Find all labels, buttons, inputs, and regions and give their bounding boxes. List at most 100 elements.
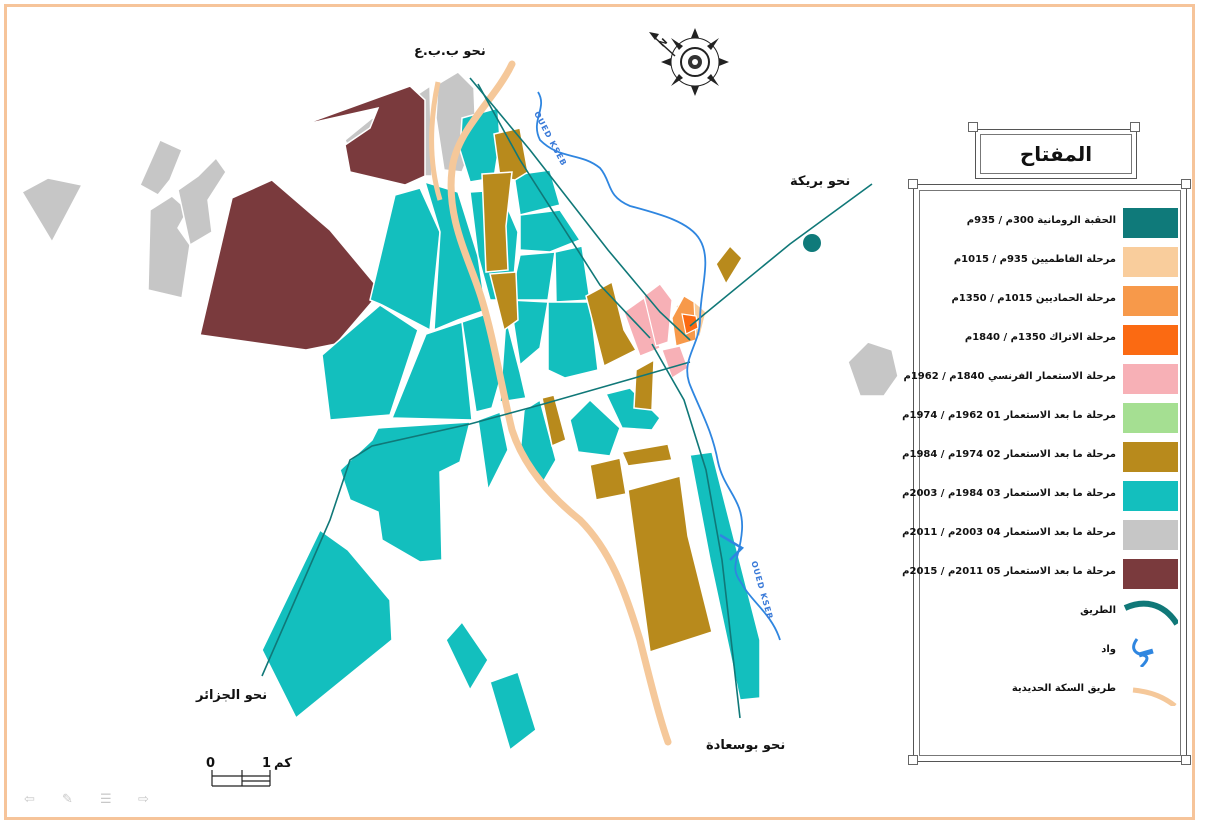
legend-label: الطريق: [1080, 605, 1116, 616]
zone-brown-west: [199, 179, 381, 351]
label-barika: نحو بريكة: [790, 174, 851, 189]
road-north: [469, 77, 691, 341]
legend-label: مرحلة الاستعمار الفرنسي 1840م / 1962م: [903, 371, 1117, 382]
legend-label: الحقبة الرومانية 300م / 935م: [966, 215, 1116, 226]
zone-ochre-center-3: [541, 394, 567, 448]
zone-teal-core-6: [509, 299, 549, 367]
scale-zero: 0: [206, 756, 216, 771]
zone-brown-north: [301, 85, 426, 186]
legend-row-post04: مرحلة ما بعد الاستعمار 04 2003م / 2011م: [902, 516, 1178, 555]
road-icon: [1123, 598, 1178, 628]
legend-swatch: [1123, 481, 1178, 511]
railway-icon: [1123, 676, 1178, 706]
zone-french-1: [623, 297, 661, 357]
zone-teal-core-3: [519, 209, 582, 253]
page-frame: [4, 4, 1195, 820]
zone-teal-big-sw: [261, 528, 393, 720]
legend-rows: الحقبة الرومانية 300م / 935م مرحلة الفاط…: [902, 204, 1178, 711]
zone-teal-center-s3: [604, 387, 661, 431]
zone-grey-west-3: [177, 156, 227, 247]
zone-grey-far-west: [20, 177, 84, 244]
legend-corner: [1181, 755, 1191, 765]
zone-teal-sw-2: [477, 410, 509, 493]
scale-one: 1: [262, 756, 272, 771]
zone-teal-sw-1: [339, 421, 471, 563]
legend-corner: [1130, 122, 1140, 132]
legend-label: مرحلة ما بعد الاستعمار 02 1974م / 1984م: [902, 449, 1116, 460]
legend-row-hammadid: مرحلة الحماديين 1015م / 1350م: [922, 282, 1178, 321]
road-algiers: [261, 361, 691, 677]
railway-line: [447, 60, 672, 746]
legend-row-post02: مرحلة ما بعد الاستعمار 02 1974م / 1984م: [902, 438, 1178, 477]
legend-label: مرحلة الحماديين 1015م / 1350م: [951, 293, 1116, 304]
legend-title-box: المفتاح: [975, 129, 1137, 179]
zone-ochre-s-big: [627, 475, 713, 653]
legend-swatch: [1123, 325, 1178, 355]
legend-corner: [1181, 179, 1191, 189]
road-inner: [477, 83, 651, 339]
legend-row-post05: مرحلة ما بعد الاستعمار 05 2011م / 2015م: [902, 555, 1178, 594]
legend-row-turkish: مرحلة الاتراك 1350م / 1840م: [922, 321, 1178, 360]
legend-row-railway: طريق السكة الحديدية: [922, 672, 1178, 711]
legend-label: مرحلة الاتراك 1350م / 1840م: [964, 332, 1116, 343]
river-icon: [1123, 637, 1178, 667]
legend-corner: [908, 755, 918, 765]
legend-label: مرحلة ما بعد الاستعمار 04 2003م / 2011م: [902, 527, 1116, 538]
legend-swatch: [1123, 520, 1178, 550]
legend-row-post03: مرحلة ما بعد الاستعمار 03 1984م / 2003م: [902, 477, 1178, 516]
zone-teal-mid-1: [321, 304, 419, 421]
zone-teal-small-2: [489, 671, 537, 752]
zone-ochre-s-2: [620, 443, 673, 467]
zone-ochre-n-3: [489, 271, 519, 332]
zone-grey-west-1: [139, 139, 183, 196]
legend-label: طريق السكة الحديدية: [1011, 683, 1116, 694]
label-bousaada: نحو بوسعادة: [706, 738, 786, 753]
road-barika: [689, 183, 873, 327]
zone-turkish: [681, 313, 699, 335]
zone-teal-center-s2: [569, 398, 621, 457]
zone-teal-east-strip: [689, 451, 761, 701]
zone-grey-west-2: [147, 195, 191, 299]
menu-icon[interactable]: ☰: [100, 792, 112, 807]
zone-teal-nw-2: [423, 180, 487, 332]
legend-swatch: [1123, 208, 1178, 238]
roman-site-marker: [803, 234, 821, 252]
legend-label: واد: [1101, 644, 1116, 655]
prev-slide-icon[interactable]: ⇦: [24, 792, 35, 807]
zone-french-3: [661, 345, 689, 379]
legend-label: مرحلة ما بعد الاستعمار 03 1984م / 2003م: [902, 488, 1116, 499]
road-bousaada: [651, 343, 741, 719]
zone-teal-core-5: [554, 245, 591, 303]
pen-icon[interactable]: ✎: [62, 792, 73, 807]
label-algiers: نحو الجزائر: [196, 688, 268, 703]
label-north-road: نحو ب.ب.ع: [414, 44, 486, 59]
legend-swatch: [1123, 286, 1178, 316]
legend-corner: [968, 122, 978, 132]
scale-bar: [211, 770, 271, 787]
legend-swatch: [1123, 364, 1178, 394]
zone-ochre-center-1: [585, 280, 638, 368]
river-oued-kseb: [535, 91, 781, 641]
legend-corner: [908, 179, 918, 189]
legend-row-post01: مرحلة ما بعد الاستعمار 01 1962م / 1974م: [902, 399, 1178, 438]
zone-ochre-n-1: [493, 127, 529, 181]
legend-swatch: [1123, 442, 1178, 472]
zone-ochre-ne: [715, 244, 743, 286]
zone-ochre-center-2: [633, 358, 655, 411]
zone-grey-east: [847, 341, 899, 397]
legend-row-road: الطريق: [922, 594, 1178, 633]
scale-unit: كم: [274, 756, 292, 771]
legend-swatch: [1123, 559, 1178, 589]
legend-row-french: مرحلة الاستعمار الفرنسي 1840م / 1962م: [904, 360, 1178, 399]
legend-row-roman: الحقبة الرومانية 300م / 935م: [922, 204, 1178, 243]
legend-swatch: [1123, 247, 1178, 277]
zone-teal-core-1: [459, 107, 501, 183]
next-slide-icon[interactable]: ⇨: [138, 792, 149, 807]
legend-row-fatimid: مرحلة الفاطميين 935م / 1015م: [922, 243, 1178, 282]
zone-teal-nw-1: [369, 187, 441, 332]
zone-ochre-n-2: [481, 171, 513, 273]
railway-line-north: [429, 81, 443, 201]
river-inlet: [719, 533, 745, 561]
legend-row-river: واد: [922, 633, 1178, 672]
